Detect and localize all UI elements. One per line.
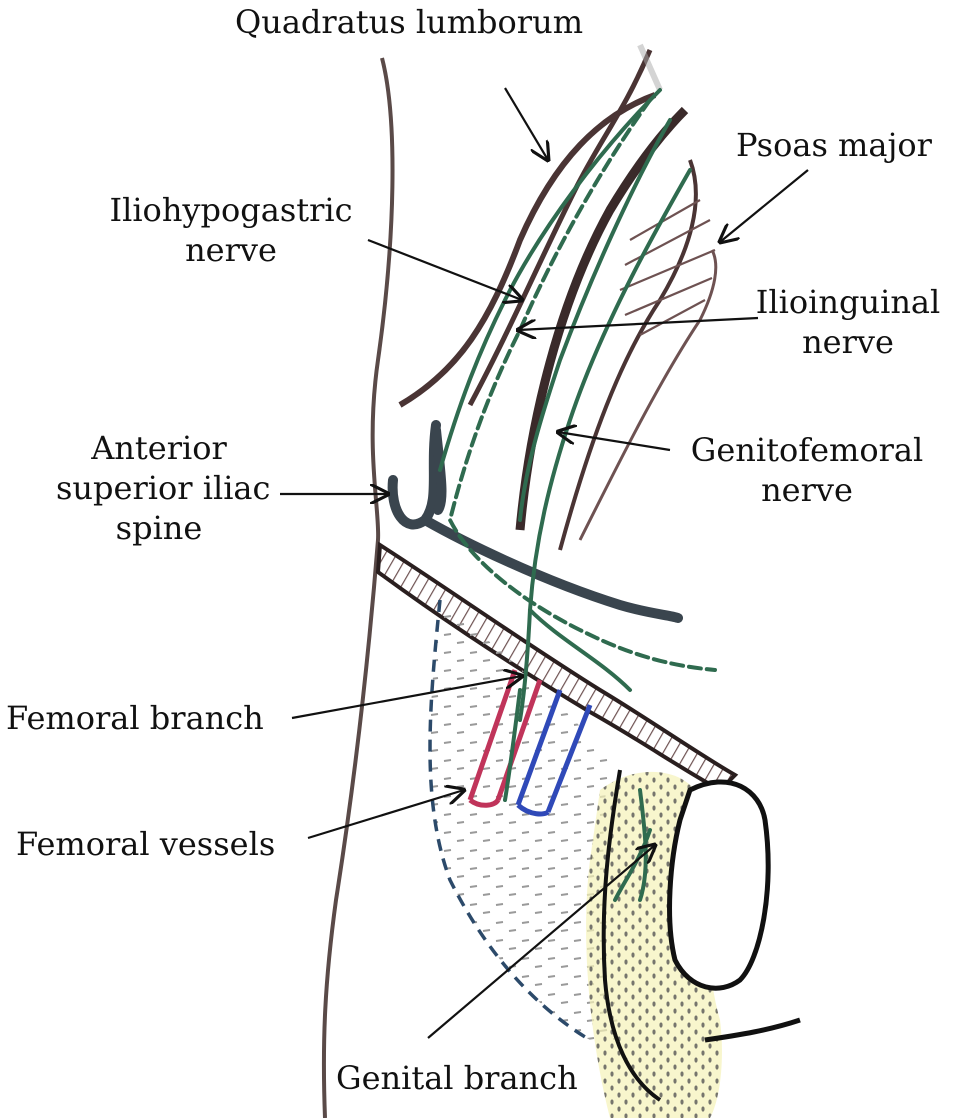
arrow-femoral-branch	[291, 676, 522, 720]
label-ilioinguinal-nerve: Ilioinguinal nerve	[755, 283, 941, 361]
pointer-arrows	[280, 87, 809, 1039]
label-quadratus-lumborum: Quadratus lumborum	[235, 3, 584, 41]
arrow-genitofemoral	[558, 432, 671, 452]
quadratus-lumborum-muscle	[398, 43, 663, 408]
label-iliohypogastric-nerve: Iliohypogastric nerve	[109, 191, 353, 269]
label-genital-branch: Genital branch	[336, 1059, 578, 1097]
label-psoas-major: Psoas major	[736, 126, 932, 164]
label-genitofemoral-nerve: Genitofemoral nerve	[690, 431, 924, 509]
label-femoral-branch: Femoral branch	[6, 699, 264, 737]
genital-region	[586, 769, 801, 1118]
arrow-quadratus-lumborum	[504, 87, 548, 160]
femoral-artery	[467, 669, 543, 808]
label-femoral-vessels: Femoral vessels	[16, 825, 276, 863]
label-anterior-superior-iliac-spine: Anterior superior iliac spine	[56, 429, 271, 547]
femoral-vessels	[467, 669, 593, 817]
arrow-genital-branch	[427, 845, 655, 1039]
arrow-psoas-major	[720, 169, 809, 242]
body-outline	[321, 57, 395, 1118]
genitofemoral-nerve-path	[518, 168, 692, 722]
ilioinguinal-nerve-path	[447, 98, 717, 672]
arrow-iliohypogastric	[367, 238, 522, 300]
femoral-triangle	[430, 600, 620, 1040]
femoral-vein	[515, 689, 593, 817]
iliac-crest	[387, 420, 683, 623]
arrow-femoral-vessels	[307, 790, 464, 840]
arrow-ilioinguinal	[518, 316, 759, 330]
